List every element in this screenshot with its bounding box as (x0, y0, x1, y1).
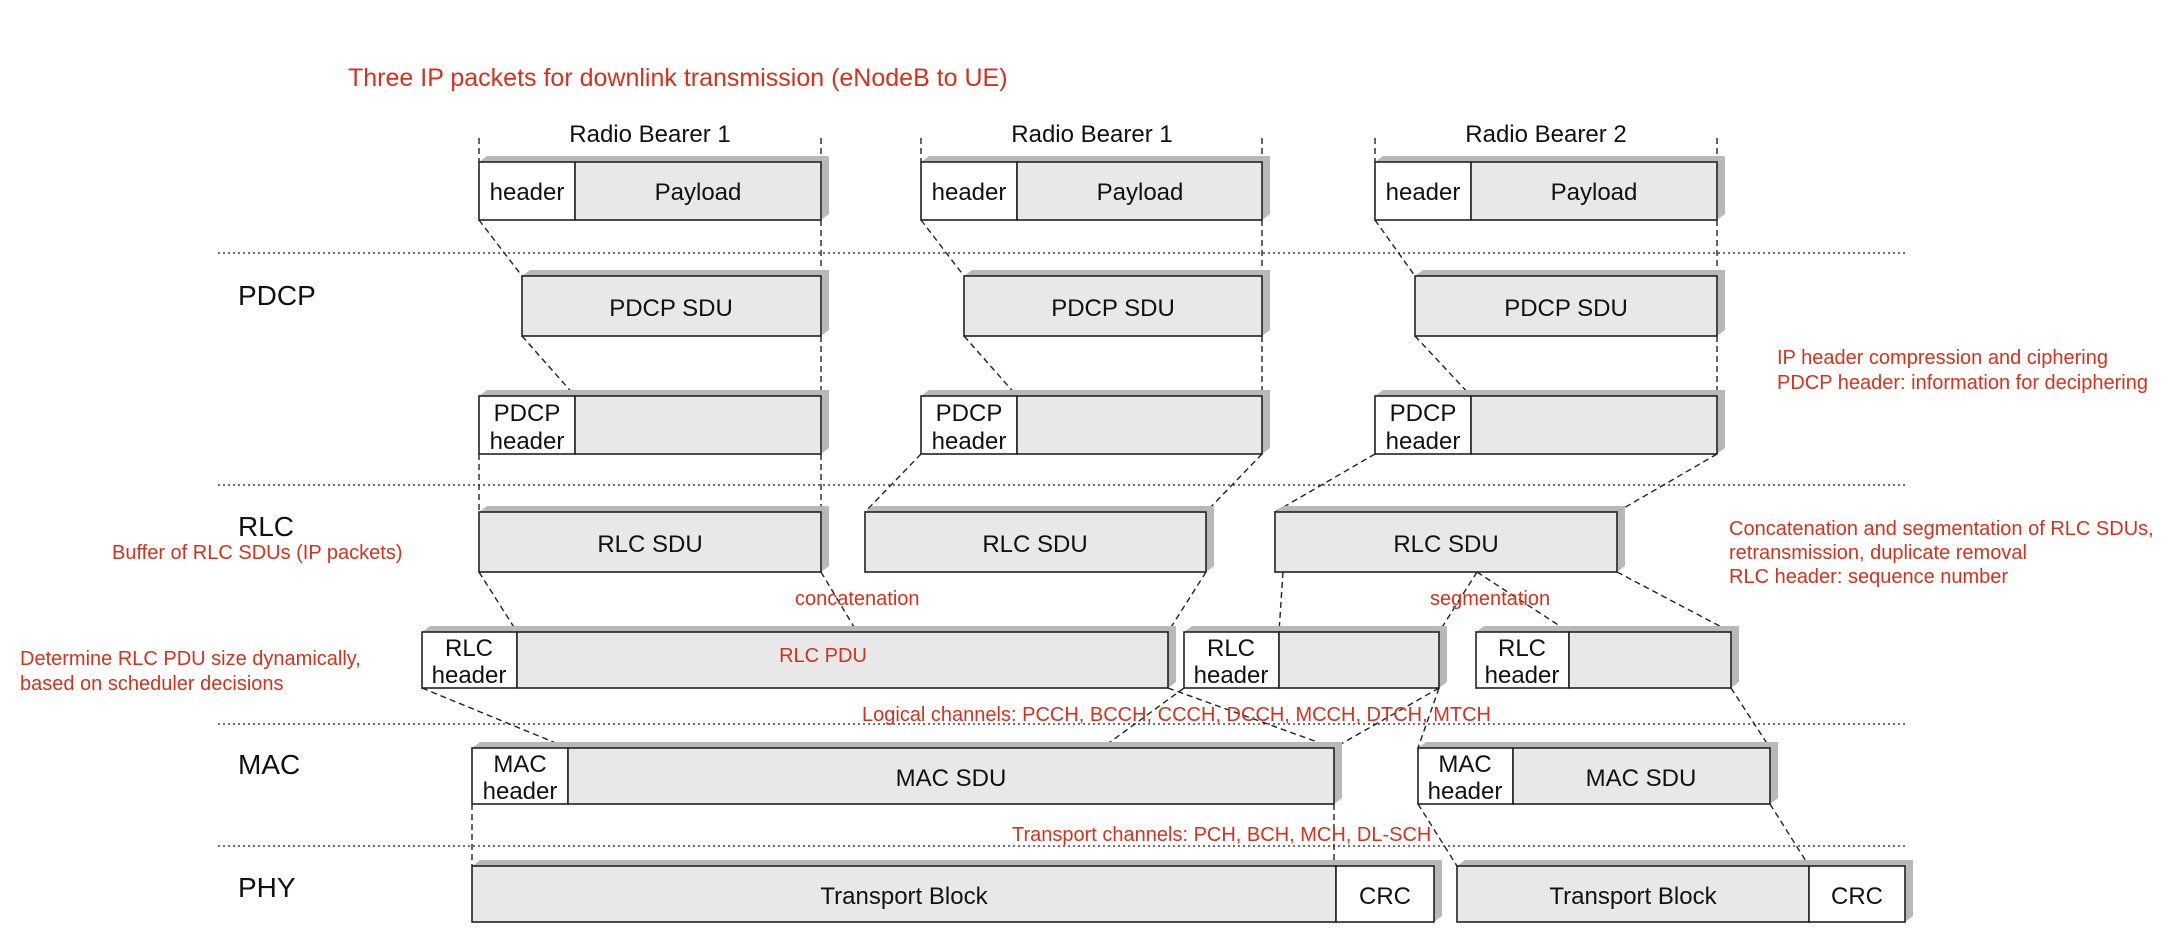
mac-header-label-line1: MAC (1438, 751, 1491, 778)
mac-header-box (471, 747, 569, 805)
pdcp-sdu-label: PDCP SDU (609, 295, 733, 322)
ip-to-pdcp-connectors (478, 219, 1718, 277)
pdcp-header-box (478, 395, 576, 455)
pdcp-note-1: IP header compression and ciphering (1777, 347, 2108, 369)
pdcp-header-label-line2: header (490, 428, 565, 455)
layer-label-mac: MAC (238, 749, 300, 780)
pdu-size-note-2: based on scheduler decisions (20, 673, 284, 695)
rlc-pdu-2: RLC header (1183, 626, 1447, 689)
rlc-note-2: retransmission, duplicate removal (1729, 542, 2027, 564)
pdcp-header-label-line1: PDCP (936, 400, 1003, 427)
pdu-size-note-1: Determine RLC PDU size dynamically, (20, 648, 361, 670)
pdcp-pdu-2: PDCP header (920, 390, 1270, 455)
transport-block-2: Transport Block CRC (1456, 860, 1913, 923)
mac-header-label-line1: MAC (493, 751, 546, 778)
rlc-sdu-label: RLC SDU (982, 531, 1087, 558)
pdcp-header-label-line2: header (1386, 428, 1461, 455)
radio-bearer-label: Radio Bearer 2 (1465, 121, 1626, 148)
transport-block-label: Transport Block (1549, 883, 1717, 910)
rlc-header-label-line2: header (432, 662, 507, 689)
pdcp-header-label-line2: header (932, 428, 1007, 455)
ip-header-label: header (1386, 179, 1461, 206)
pdcp-sdu-1: PDCP SDU (521, 270, 829, 337)
rlc-header-label-line1: RLC (445, 635, 493, 662)
pdcp-header-label-line1: PDCP (494, 400, 561, 427)
rlc-header-box (1183, 631, 1280, 689)
mac-header-box (1417, 747, 1514, 805)
mac-header-label-line2: header (1428, 778, 1503, 805)
transport-block-label: Transport Block (820, 883, 988, 910)
pdcp-pdu-3: PDCP header (1374, 390, 1725, 455)
pdcp-to-rlc-connectors (478, 453, 1718, 513)
pdcp-sdu-label: PDCP SDU (1051, 295, 1175, 322)
layer-label-rlc: RLC (238, 511, 294, 542)
ip-header-box (920, 161, 1018, 221)
rlc-sdu-label: RLC SDU (1393, 531, 1498, 558)
rlc-pdu-label: RLC PDU (779, 645, 867, 667)
mac-sdu-label: MAC SDU (1586, 765, 1697, 792)
pdcp-note-2: PDCP header: information for deciphering (1777, 372, 2148, 394)
radio-bearer-label: Radio Bearer 1 (569, 121, 730, 148)
pdcp-sdu-label: PDCP SDU (1504, 295, 1628, 322)
rlc-sdu-to-pdu-connectors (478, 571, 1732, 668)
rlc-sdu-1: RLC SDU (478, 506, 829, 573)
payload-label: Payload (1097, 179, 1184, 206)
ip-header-box (1374, 161, 1472, 221)
ip-packet-1: Radio Bearer 1 header Payload (478, 121, 829, 221)
rlc-header-label-line1: RLC (1498, 635, 1546, 662)
mac-pdu-1: MAC header MAC SDU (471, 742, 1342, 805)
ip-header-box (478, 161, 576, 221)
rlc-header-label-line2: header (1194, 662, 1269, 689)
mac-to-phy-connectors (471, 803, 1810, 867)
ip-header-label: header (932, 179, 1007, 206)
rlc-pdu-1: RLC header RLC PDU (421, 626, 1176, 689)
transport-block-1: Transport Block CRC (471, 860, 1442, 923)
pdcp-sdu-2: PDCP SDU (963, 270, 1270, 337)
ip-packet-3: Radio Bearer 2 header Payload (1374, 121, 1725, 221)
radio-bearer-label: Radio Bearer 1 (1011, 121, 1172, 148)
rlc-pdu-3: RLC header (1475, 626, 1739, 689)
crc-box (1808, 865, 1906, 923)
layer-label-phy: PHY (238, 872, 296, 903)
pdcp-pdu-1: PDCP header (478, 390, 829, 455)
payload-box (1016, 161, 1263, 221)
rlc-header-label-line2: header (1485, 662, 1560, 689)
layer-label-pdcp: PDCP (238, 280, 316, 311)
mac-header-label-line2: header (483, 778, 558, 805)
rlc-buffer-note: Buffer of RLC SDUs (IP packets) (112, 542, 402, 564)
crc-label: CRC (1831, 883, 1883, 910)
ip-packet-2: Radio Bearer 1 header Payload (920, 121, 1270, 221)
segmentation-note: segmentation (1430, 588, 1550, 610)
pdcp-header-box (1374, 395, 1472, 455)
rlc-sdu-3: RLC SDU (1274, 506, 1625, 573)
logical-channels-note: Logical channels: PCCH, BCCH, CCCH, DCCH… (862, 704, 1491, 726)
pdcp-sdu-3: PDCP SDU (1414, 270, 1725, 337)
payload-label: Payload (1551, 179, 1638, 206)
payload-label: Payload (655, 179, 742, 206)
mac-pdu-2: MAC header MAC SDU (1417, 742, 1778, 805)
payload-box (1470, 161, 1718, 221)
diagram-title: Three IP packets for downlink transmissi… (348, 64, 1008, 92)
rlc-sdu-label: RLC SDU (597, 531, 702, 558)
pdcp-header-label-line1: PDCP (1390, 400, 1457, 427)
pdcp-sdu-to-pdu-connectors (521, 335, 1718, 397)
concatenation-note: concatenation (795, 588, 920, 610)
crc-box (1335, 865, 1435, 923)
transport-channels-note: Transport channels: PCH, BCH, MCH, DL-SC… (1012, 824, 1431, 846)
rlc-header-box (421, 631, 518, 689)
ip-header-label: header (490, 179, 565, 206)
rlc-header-box (1475, 631, 1570, 689)
rlc-sdu-2: RLC SDU (864, 506, 1214, 573)
rlc-header-label-line1: RLC (1207, 635, 1255, 662)
payload-box (574, 161, 822, 221)
crc-label: CRC (1359, 883, 1411, 910)
rlc-note-1: Concatenation and segmentation of RLC SD… (1729, 518, 2154, 540)
mac-sdu-label: MAC SDU (896, 765, 1007, 792)
rlc-note-3: RLC header: sequence number (1729, 566, 2008, 588)
rlc-to-mac-connectors (421, 687, 1771, 749)
pdcp-header-box (920, 395, 1018, 455)
